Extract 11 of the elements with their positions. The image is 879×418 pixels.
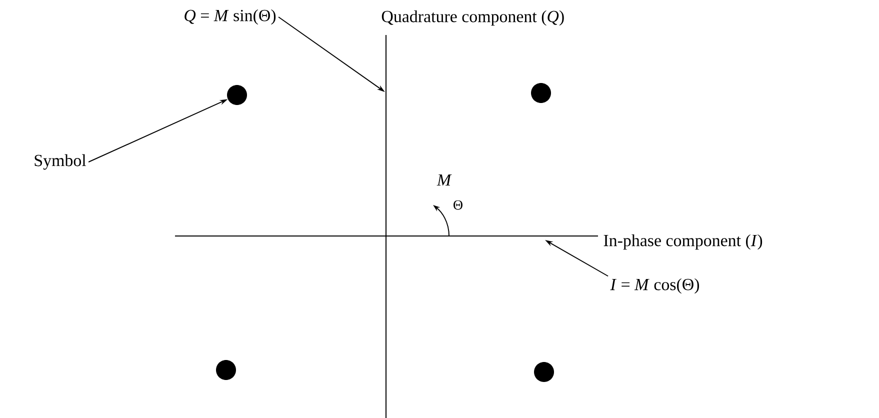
callout-text: Symbol (34, 154, 86, 170)
symbol-dot (531, 83, 551, 103)
symbol-dot (216, 360, 236, 380)
callout-text: I = M cos(Θ) (610, 278, 700, 294)
axis-label: Quadrature component (Q) (382, 10, 564, 26)
symbol-dot (534, 362, 554, 382)
axis-label: In-phase component (I) (604, 234, 762, 250)
magnitude-label: M (436, 174, 452, 186)
angle-label: Θ (454, 200, 462, 210)
symbol-dot (227, 85, 247, 105)
callout-text: Q = M sin(Θ) (184, 9, 276, 25)
